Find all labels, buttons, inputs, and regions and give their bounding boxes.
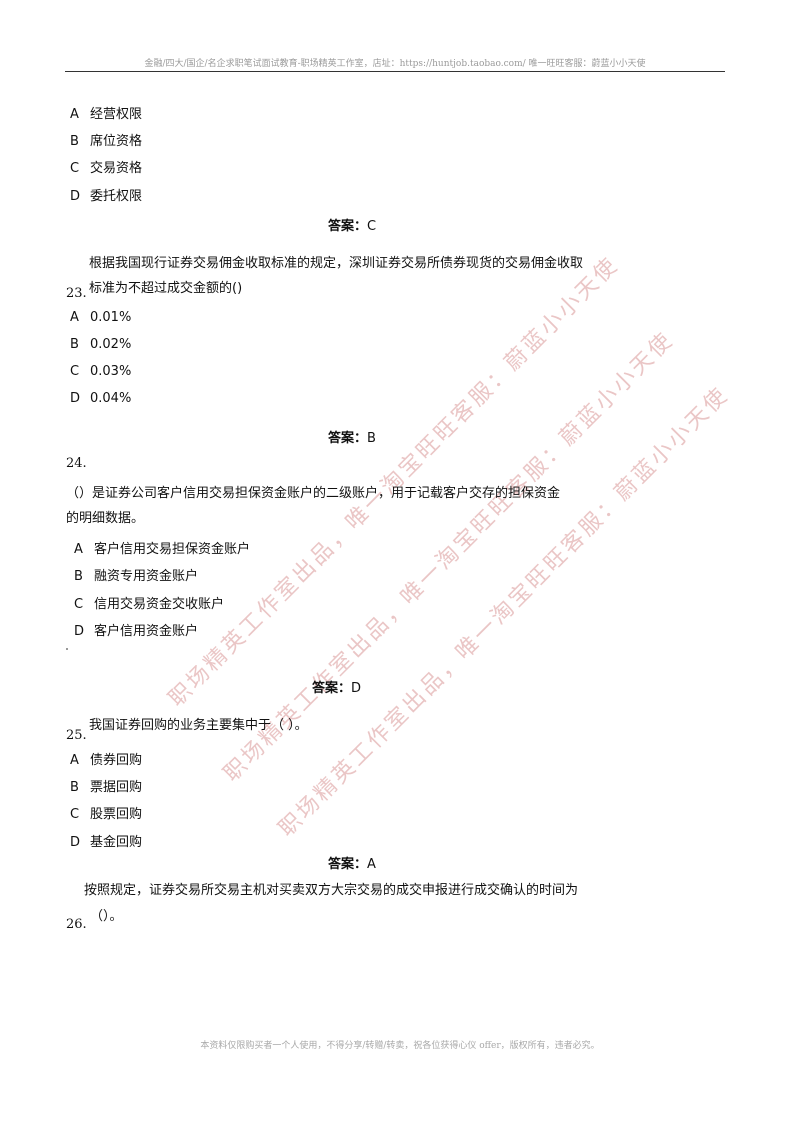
question-number: 24. <box>66 456 87 471</box>
answer-line: 答案：C <box>328 219 377 234</box>
question-stem-cont: 标准为不超过成交金额的() <box>89 281 243 296</box>
watermark: 职场精英工作室出品，唯一淘宝旺旺客服：蔚蓝小小天使 <box>274 382 734 842</box>
answer-line: 答案：B <box>328 431 376 446</box>
watermark: 职场精英工作室出品，唯一淘宝旺旺客服：蔚蓝小小天使 <box>164 252 624 712</box>
header-divider <box>65 71 725 72</box>
question-stem-cont: 的明细数据。 <box>66 511 145 526</box>
question-number: 26. <box>66 917 87 932</box>
question-stem: 按照规定，证券交易所交易主机对买卖双方大宗交易的成交申报进行成交确认的时间为 <box>84 883 579 898</box>
question-number: 25. <box>66 728 87 743</box>
page-footer: 本资料仅限购买者一个人使用，不得分享/转赠/转卖，祝各位获得心仪 offer，版… <box>200 1041 600 1051</box>
page-header: 金融/四大/国企/名企求职笔试面试教育-职场精英工作室，店址：https://h… <box>144 59 646 69</box>
question-number: 23. <box>66 286 87 301</box>
question-stem: （）是证券公司客户信用交易担保资金账户的二级账户，用于记载客户交存的担保资金 <box>66 486 561 501</box>
stray-mark <box>66 648 68 650</box>
question-stem: 根据我国现行证券交易佣金收取标准的规定，深圳证券交易所债券现货的交易佣金收取 <box>89 256 584 271</box>
question-stem: 我国证券回购的业务主要集中于（ ）。 <box>89 718 308 733</box>
answer-line: 答案：A <box>328 857 376 872</box>
question-stem-cont: （）。 <box>90 909 123 924</box>
answer-line: 答案：D <box>312 681 362 696</box>
